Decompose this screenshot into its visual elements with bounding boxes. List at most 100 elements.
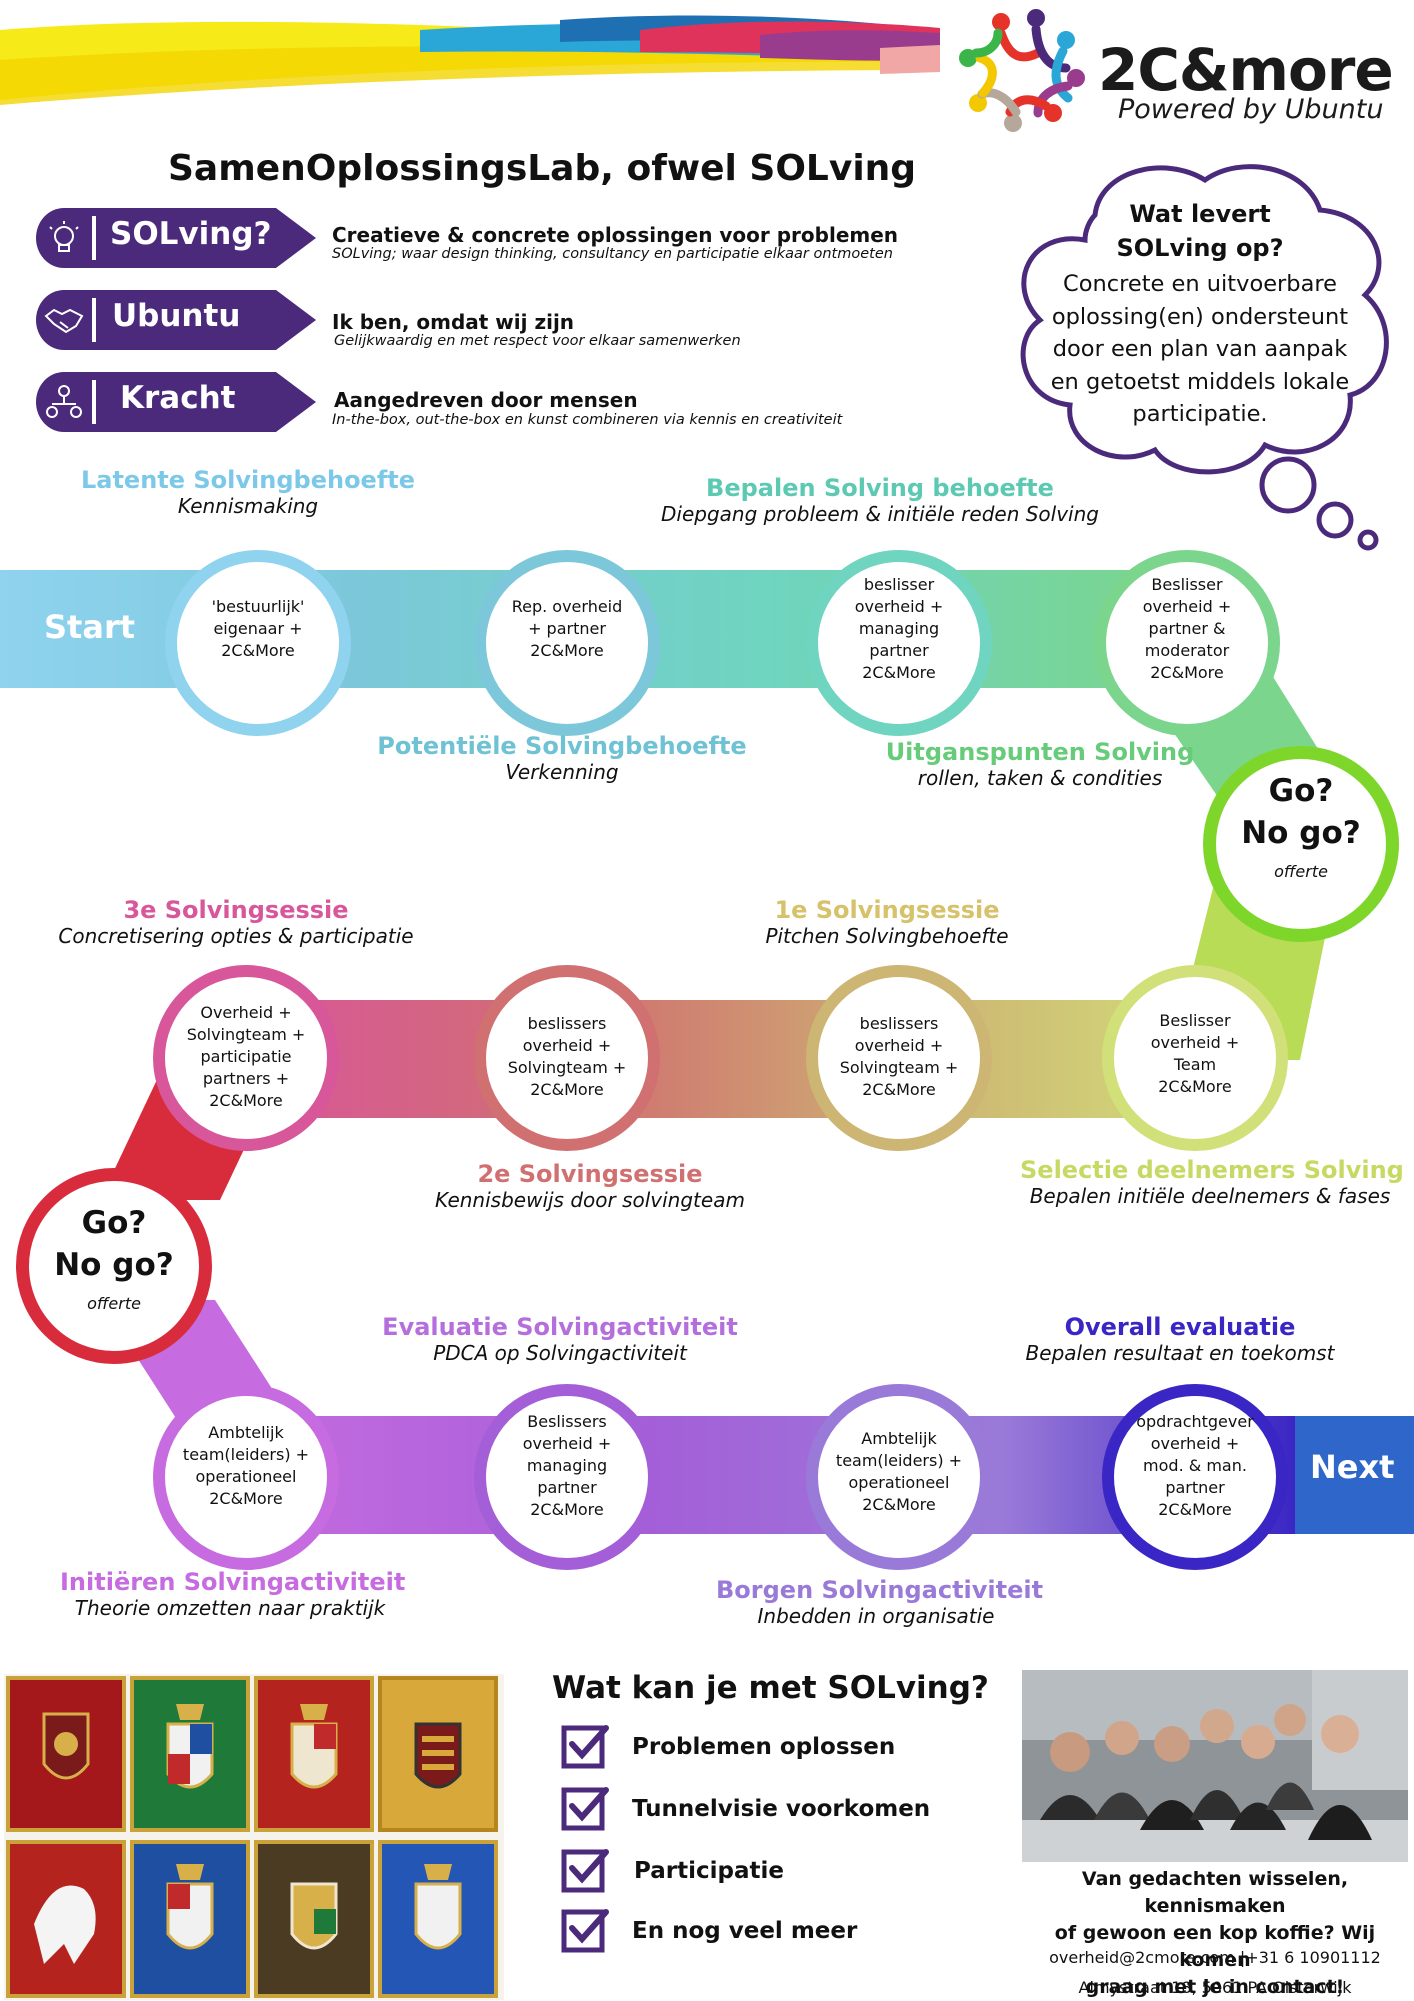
label-borgen: Borgen Solvingactiviteit Inbedden in org… [716, 1576, 1044, 1628]
circle-line: 2C&More [862, 1495, 936, 1514]
label-title: Borgen Solvingactiviteit [716, 1576, 1044, 1604]
checkbox-checked-icon [561, 1849, 609, 1893]
label-bepalen: Bepalen Solving behoefte Diepgang proble… [660, 474, 1100, 526]
label-title: Uitganspunten Solving [885, 738, 1195, 766]
coats-of-arms-image [4, 1674, 504, 2000]
label-tweede: 2e Solvingsessie Kennisbewijs door solvi… [400, 1160, 780, 1212]
label-title: Latente Solvingbehoefte [80, 466, 416, 494]
team-photo [1022, 1670, 1408, 1862]
label-sub: Diepgang probleem & initiële reden Solvi… [661, 502, 1099, 526]
circle-text-overall: opdrachtgever overheid + mod. & man. par… [1114, 1411, 1276, 1521]
cloud-title: Wat levert SOLving op? [1080, 197, 1320, 265]
circle-line: team(leiders) + [835, 1451, 963, 1470]
wat-kan-item: Problemen oplossen [632, 1734, 896, 1760]
label-sub: PDCA op Solvingactiviteit [433, 1341, 687, 1365]
circle-line: overheid + [1150, 1434, 1240, 1453]
circle-line: Beslisser [1159, 1011, 1231, 1030]
cloud-title-line1: Wat levert [1129, 200, 1271, 228]
go-line: No go? [1241, 815, 1361, 851]
circle-line: 2C&More [530, 641, 604, 660]
circle-line: Team [1173, 1055, 1217, 1074]
pillar-label-solving: SOLving? [110, 216, 272, 252]
circle-text-bepalen: beslisser overheid + managing partner 2C… [818, 574, 980, 684]
circle-line: operationeel [195, 1467, 297, 1486]
circle-line: 'bestuurlijk' [211, 597, 305, 616]
label-title: Initiëren Solvingactiviteit [60, 1568, 406, 1596]
circle-line: partner & [1148, 619, 1226, 638]
circle-line: 2C&More [862, 663, 936, 682]
circle-line: partner [869, 641, 929, 660]
circle-line: 2C&More [221, 641, 295, 660]
header-swoosh [0, 15, 940, 105]
wat-kan-title: Wat kan je met SOLving? [552, 1670, 989, 1706]
label-initieren: Initiëren Solvingactiviteit Theorie omze… [60, 1568, 406, 1620]
circle-line: partner [1165, 1478, 1225, 1497]
label-title: Evaluatie Solvingactiviteit [382, 1313, 738, 1341]
label-evaluatie: Evaluatie Solvingactiviteit PDCA op Solv… [380, 1313, 740, 1365]
label-sub: Concretisering opties & participatie [58, 924, 414, 948]
pillar-sub-ubuntu: Gelijkwaardig en met respect voor elkaar… [334, 333, 741, 349]
circle-line: participatie [200, 1047, 292, 1066]
circle-line: Overheid + [200, 1003, 292, 1022]
contact-line: Van gedachten wisselen, kennismaken [1081, 1868, 1349, 1917]
cloud-body-line: oplossing(en) ondersteunt [1051, 303, 1349, 330]
circle-line: overheid + [854, 1036, 944, 1055]
checkbox-checked-icon [561, 1787, 609, 1831]
lightbulb-icon [49, 221, 79, 252]
circle-line: 2C&More [862, 1080, 936, 1099]
circle-line: Ambtelijk [861, 1429, 937, 1448]
label-latente: Latente Solvingbehoefte Kennismaking [48, 466, 448, 518]
network-icon [46, 385, 82, 418]
label-title: 3e Solvingsessie [123, 896, 349, 924]
circle-line: partner [537, 1478, 597, 1497]
contact-address: Almystraat 18, 5061 PA Oisterwijk [1078, 1978, 1352, 1997]
circle-line: beslissers [527, 1014, 607, 1033]
label-title: Bepalen Solving behoefte [706, 474, 1054, 502]
label-eerste: 1e Solvingsessie Pitchen Solvingbehoefte [737, 896, 1037, 948]
circle-line: partners + [202, 1069, 290, 1088]
circle-line: team(leiders) + [182, 1445, 310, 1464]
circle-line: overheid + [522, 1434, 612, 1453]
label-sub: Verkenning [505, 760, 619, 784]
pillar-badge-kracht [36, 372, 316, 432]
label-selectie: Selectie deelnemers Solving Bepalen init… [1020, 1156, 1404, 1208]
circle-line: overheid + [1142, 597, 1232, 616]
cloud-body-line: door een plan van aanpak [1052, 336, 1348, 362]
circle-line: 2C&More [1158, 1500, 1232, 1519]
circle-line: Beslisser [1151, 575, 1223, 594]
circle-text-tweede: beslissers overheid + Solvingteam + 2C&M… [486, 1013, 648, 1101]
go-line: Go? [1268, 773, 1334, 809]
pillar-sub-solving: SOLving; waar design thinking, consultan… [332, 246, 893, 262]
label-sub: Kennisbewijs door solvingteam [435, 1188, 745, 1212]
cloud-body-line: Concrete en uitvoerbare [1063, 271, 1337, 297]
label-title: Overall evaluatie [1064, 1313, 1296, 1341]
label-potentiele: Potentiële Solvingbehoefte Verkenning [362, 732, 762, 784]
label-sub: Bepalen initiële deelnemers & fases [1029, 1184, 1391, 1208]
go-offerte-1: offerte [1274, 862, 1328, 881]
circle-line: + partner [528, 619, 606, 638]
circle-line: Solvingteam + [186, 1025, 306, 1044]
checkbox-checked-icon [561, 1909, 609, 1953]
page-title: SamenOplossingsLab, ofwel SOLving [168, 148, 917, 189]
cloud-body: Concrete en uitvoerbare oplossing(en) on… [1030, 268, 1370, 431]
circle-line: Solvingteam + [507, 1058, 627, 1077]
cloud-title-line2: SOLving op? [1116, 234, 1284, 262]
brand-name: 2C&more [1098, 36, 1394, 104]
circle-line: 2C&More [530, 1080, 604, 1099]
step-circle-bepalen [806, 550, 992, 736]
pillar-sub-kracht: In-the-box, out-the-box en kunst combine… [332, 412, 843, 428]
pillar-heading-ubuntu: Ik ben, omdat wij zijn [332, 310, 575, 334]
thought-cloud [1020, 164, 1389, 551]
circle-text-latente: 'bestuurlijk' eigenaar + 2C&More [177, 596, 339, 662]
go-line: Go? [81, 1205, 147, 1241]
cloud-body-line: participatie. [1132, 401, 1268, 427]
label-sub: Theorie omzetten naar praktijk [74, 1596, 386, 1620]
circle-line: beslissers [859, 1014, 939, 1033]
label-sub: Inbedden in organisatie [757, 1604, 995, 1628]
circle-text-eerste: beslissers overheid + Solvingteam + 2C&M… [818, 1013, 980, 1101]
pillar-heading-solving: Creatieve & concrete oplossingen voor pr… [332, 223, 899, 247]
circle-line: mod. & man. [1143, 1456, 1247, 1475]
label-title: 1e Solvingsessie [774, 896, 1000, 924]
next-label: Next [1310, 1448, 1395, 1486]
wat-kan-item: En nog veel meer [632, 1918, 858, 1944]
